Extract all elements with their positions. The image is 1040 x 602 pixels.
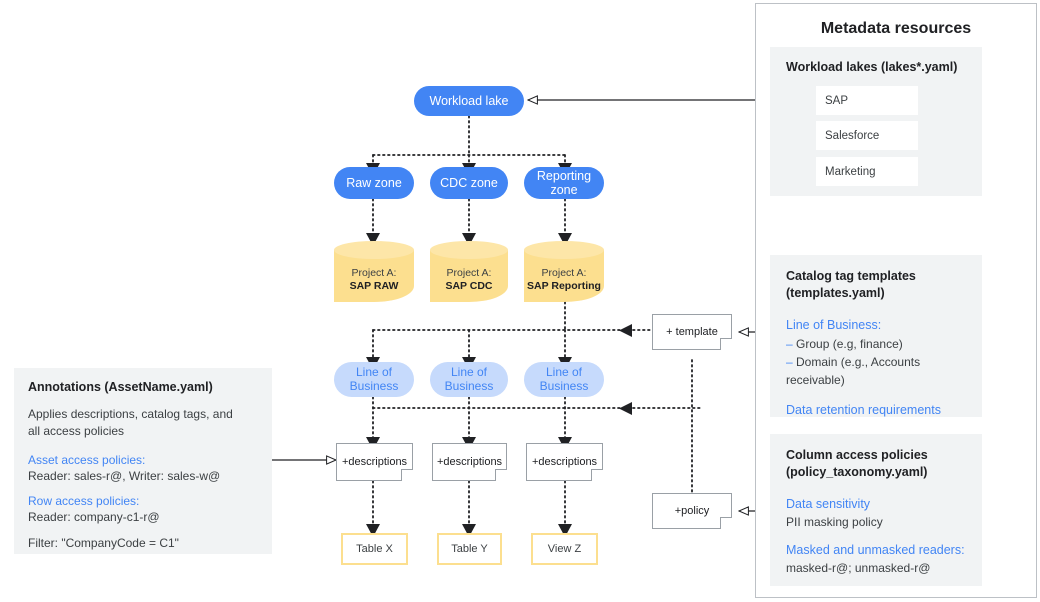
- node-descriptions-1-label: +descriptions: [341, 456, 408, 468]
- masked-readers-value: masked-r@; unmasked-r@: [786, 560, 931, 575]
- annotations-description-line2: all access policies: [28, 424, 125, 439]
- asset-access-policies-heading: Asset access policies:: [28, 452, 146, 467]
- project-scope: Project A:: [446, 266, 492, 279]
- node-project-sap-raw-label: Project A: SAP RAW: [350, 267, 399, 302]
- cylinder-top: [430, 241, 508, 259]
- arrowhead-project-b: [462, 233, 476, 246]
- cylinder-top: [524, 241, 604, 259]
- lake-item-sap-label: SAP: [825, 94, 849, 107]
- section-column-access-policies: Column access policies (policy_taxonomy.…: [770, 434, 982, 586]
- node-line-of-business-1[interactable]: Line of Business: [334, 362, 414, 397]
- annotations-title: Annotations (AssetName.yaml): [28, 380, 213, 394]
- arrowhead-lob-bus: [619, 324, 632, 337]
- node-table-x[interactable]: Table X: [341, 533, 408, 565]
- bullet-dash-icon: –: [786, 354, 797, 369]
- note-fold-edge-icon: [720, 517, 732, 529]
- lake-item-salesforce[interactable]: Salesforce: [816, 121, 918, 150]
- node-note-policy[interactable]: +policy: [652, 493, 732, 529]
- node-workload-lake-label: Workload lake: [429, 94, 509, 108]
- lake-item-marketing[interactable]: Marketing: [816, 157, 918, 186]
- node-descriptions-2[interactable]: +descriptions: [432, 443, 507, 481]
- node-project-sap-reporting[interactable]: Project A: SAP Reporting: [524, 241, 604, 302]
- arrowhead-table-x: [366, 524, 380, 537]
- node-reporting-zone[interactable]: Reporting zone: [524, 167, 604, 199]
- section-policy-title-line1: Column access policies: [786, 448, 928, 462]
- node-note-template-label: + template: [666, 326, 718, 338]
- section-catalog-title-line2: (templates.yaml): [786, 285, 885, 300]
- node-reporting-zone-label: Reporting zone: [536, 169, 592, 197]
- node-raw-zone-label: Raw zone: [346, 176, 402, 190]
- row-filter-value: Filter: "CompanyCode = C1": [28, 535, 179, 550]
- node-note-policy-label: +policy: [674, 505, 710, 517]
- node-view-z-label: View Z: [547, 543, 582, 555]
- node-project-sap-raw[interactable]: Project A: SAP RAW: [334, 241, 414, 302]
- node-note-template[interactable]: + template: [652, 314, 732, 350]
- section-catalog-title-line1: Catalog tag templates: [786, 269, 916, 283]
- data-sensitivity-heading: Data sensitivity: [786, 496, 871, 511]
- node-line-of-business-3-label: Line of Business: [539, 365, 589, 393]
- note-fold-edge-icon: [591, 469, 603, 481]
- project-name: SAP RAW: [349, 279, 399, 292]
- arrowhead-table-y: [462, 524, 476, 537]
- node-table-y[interactable]: Table Y: [437, 533, 502, 565]
- data-retention-heading: Data retention requirements: [786, 402, 941, 417]
- node-cdc-zone-label: CDC zone: [440, 176, 498, 190]
- arrowhead-project-c: [558, 233, 572, 246]
- node-project-sap-cdc[interactable]: Project A: SAP CDC: [430, 241, 508, 302]
- node-raw-zone[interactable]: Raw zone: [334, 167, 414, 199]
- project-scope: Project A:: [541, 266, 587, 279]
- project-scope: Project A:: [351, 266, 397, 279]
- node-project-sap-reporting-label: Project A: SAP Reporting: [527, 267, 601, 302]
- line-of-business-bullet-domain: – Domain (e.g., Accounts receivable): [786, 353, 968, 389]
- note-fold-edge-icon: [495, 469, 507, 481]
- lake-item-marketing-label: Marketing: [825, 165, 876, 178]
- line-of-business-heading: Line of Business:: [786, 317, 882, 332]
- row-access-policies-heading: Row access policies:: [28, 493, 140, 508]
- panel-title: Metadata resources: [820, 20, 972, 37]
- annotations-description-line1: Applies descriptions, catalog tags, and: [28, 407, 233, 421]
- note-fold-edge-icon: [720, 338, 732, 350]
- row-access-policies-value: Reader: company-c1-r@: [28, 509, 160, 524]
- annotations-card: Annotations (AssetName.yaml) Applies des…: [14, 368, 272, 554]
- note-fold-edge-icon: [401, 469, 413, 481]
- arrowhead-view-z: [558, 524, 572, 537]
- cylinder-top: [334, 241, 414, 259]
- section-policy-title-line2: (policy_taxonomy.yaml): [786, 464, 928, 479]
- project-name: SAP Reporting: [527, 279, 601, 292]
- node-view-z[interactable]: View Z: [531, 533, 598, 565]
- lake-item-sap[interactable]: SAP: [816, 86, 918, 115]
- node-line-of-business-3[interactable]: Line of Business: [524, 362, 604, 397]
- section-workload-lakes-title: Workload lakes (lakes*.yaml): [786, 60, 958, 74]
- bullet-group-label: Group (e.g, finance): [796, 336, 903, 351]
- bullet-dash-icon: –: [786, 336, 797, 351]
- arrowhead-desc-bus: [619, 402, 632, 415]
- node-line-of-business-2[interactable]: Line of Business: [430, 362, 508, 397]
- node-line-of-business-1-label: Line of Business: [349, 365, 399, 393]
- asset-access-policies-value: Reader: sales-r@, Writer: sales-w@: [28, 468, 221, 483]
- section-catalog-tag-templates: Catalog tag templates (templates.yaml) L…: [770, 255, 982, 417]
- line-of-business-bullet-group: – Group (e.g, finance): [786, 335, 968, 353]
- masked-readers-heading: Masked and unmasked readers:: [786, 542, 965, 557]
- node-cdc-zone[interactable]: CDC zone: [430, 167, 508, 199]
- node-descriptions-3-label: +descriptions: [531, 456, 598, 468]
- node-workload-lake[interactable]: Workload lake: [414, 86, 524, 116]
- node-descriptions-3[interactable]: +descriptions: [526, 443, 603, 481]
- node-table-x-label: Table X: [356, 543, 393, 555]
- arrowhead-project-a: [366, 233, 380, 246]
- project-name: SAP CDC: [445, 279, 493, 292]
- node-descriptions-2-label: +descriptions: [436, 456, 503, 468]
- node-table-y-label: Table Y: [451, 543, 488, 555]
- lake-item-salesforce-label: Salesforce: [825, 129, 880, 142]
- node-descriptions-1[interactable]: +descriptions: [336, 443, 413, 481]
- bullet-domain-label: Domain (e.g., Accounts receivable): [786, 354, 921, 387]
- node-line-of-business-2-label: Line of Business: [444, 365, 494, 393]
- node-project-sap-cdc-label: Project A: SAP CDC: [445, 267, 492, 302]
- data-sensitivity-value: PII masking policy: [786, 514, 883, 529]
